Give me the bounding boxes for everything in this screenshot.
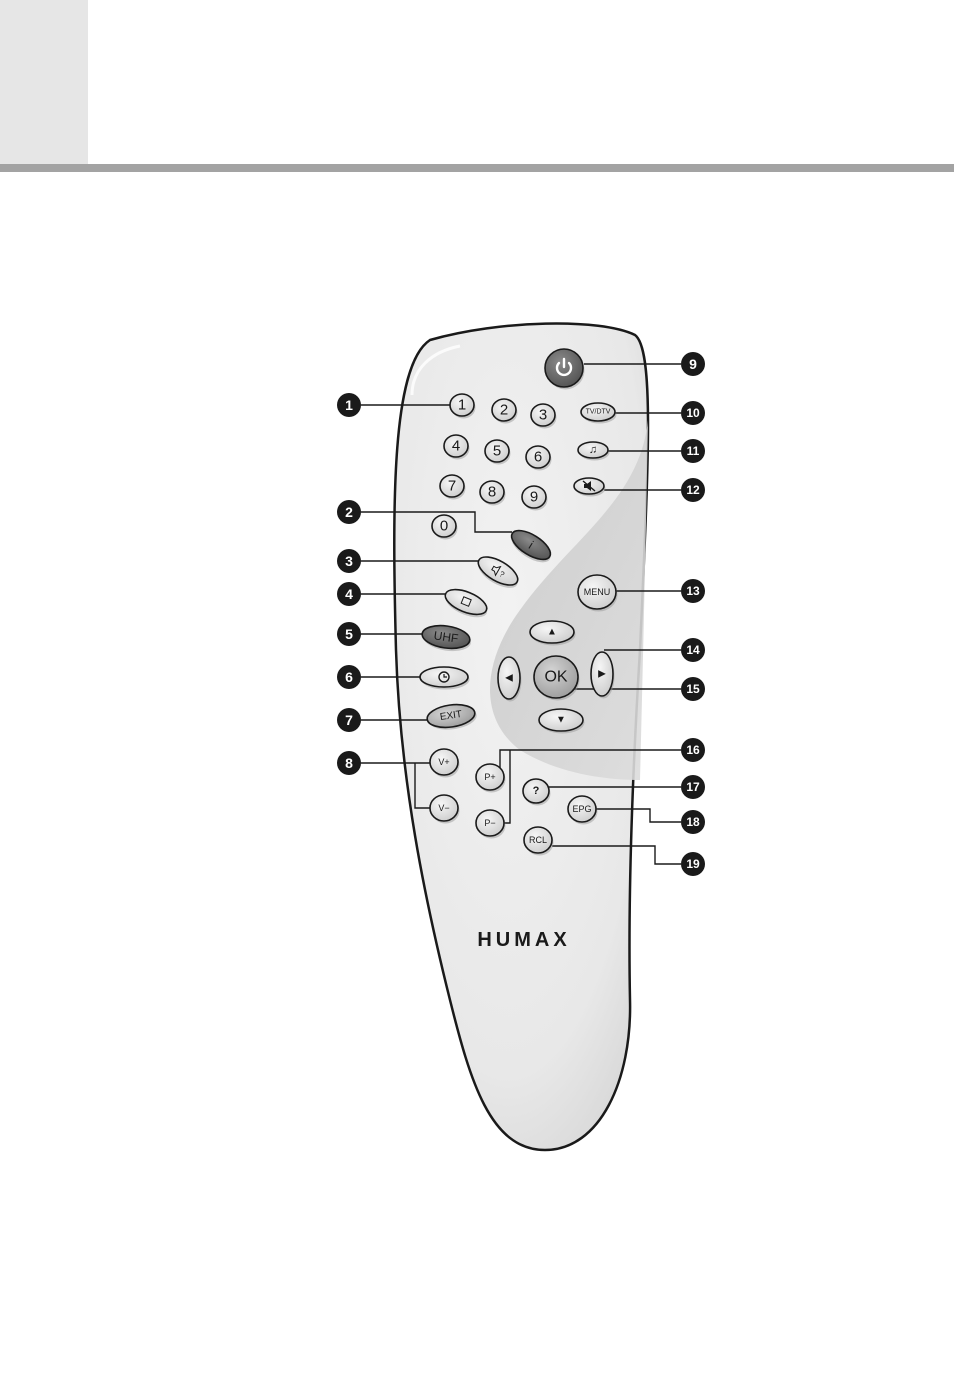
callout-number: 14: [686, 643, 700, 657]
callout-number: 12: [686, 483, 700, 497]
music-note-icon: ♫: [589, 444, 597, 456]
callout-number: 17: [686, 780, 700, 794]
digit-0-button-label: 0: [440, 518, 448, 535]
callout-14: 14: [681, 638, 705, 662]
epg-button-label: EPG: [572, 804, 591, 814]
brand-logo: HUMAX: [477, 929, 570, 951]
callout-number: 7: [345, 712, 353, 728]
callout-number: 1: [345, 397, 353, 413]
program-up-button-label: P+: [484, 772, 495, 782]
digit-2-button-label: 2: [500, 402, 508, 419]
callout-number: 15: [686, 682, 700, 696]
nav-right-button-label: ▶: [598, 669, 606, 680]
digit-3-button-label: 3: [539, 407, 547, 424]
digit-8-button-label: 8: [488, 484, 496, 501]
callout-18: 18: [681, 810, 705, 834]
callout-9: 9: [681, 352, 705, 376]
digit-6-button-label: 6: [534, 449, 542, 466]
callout-4: 4: [337, 582, 361, 606]
program-down-button-label: P−: [484, 818, 495, 828]
callout-3: 3: [337, 549, 361, 573]
callout-number: 5: [345, 626, 353, 642]
callout-number: 6: [345, 669, 353, 685]
tvdtv-button-label: TV/DTV: [586, 409, 611, 416]
callout-7: 7: [337, 708, 361, 732]
callout-11: 11: [681, 439, 705, 463]
callout-number: 4: [345, 586, 353, 602]
callout-number: 3: [345, 553, 353, 569]
callout-number: 10: [686, 406, 700, 420]
digit-5-button-label: 5: [493, 443, 501, 460]
callout-6: 6: [337, 665, 361, 689]
callout-number: 18: [686, 815, 700, 829]
callout-13: 13: [681, 579, 705, 603]
callout-5: 5: [337, 622, 361, 646]
help-button-label: ?: [533, 785, 540, 797]
callout-number: 8: [345, 755, 353, 771]
volume-down-button-label: V−: [438, 803, 449, 813]
callout-16: 16: [681, 738, 705, 762]
nav-down-button-label: ▼: [556, 715, 566, 726]
nav-up-button-label: ▲: [547, 627, 557, 638]
callout-number: 9: [689, 356, 697, 372]
recall-button-label: RCL: [529, 835, 547, 845]
digit-9-button-label: 9: [530, 489, 538, 506]
callout-number: 19: [686, 857, 700, 871]
callout-10: 10: [681, 401, 705, 425]
callout-number: 11: [687, 444, 700, 458]
nav-left-button-label: ◀: [505, 673, 513, 684]
callout-number: 16: [686, 743, 700, 757]
digit-4-button-label: 4: [452, 438, 460, 455]
callout-17: 17: [681, 775, 705, 799]
digit-1-button-label: 1: [458, 397, 466, 414]
callout-8: 8: [337, 751, 361, 775]
callout-2: 2: [337, 500, 361, 524]
callout-19: 19: [681, 852, 705, 876]
menu-button-label: MENU: [584, 587, 611, 597]
callout-number: 2: [345, 504, 353, 520]
ok-button-label: OK: [544, 669, 567, 686]
callout-1: 1: [337, 393, 361, 417]
callout-number: 13: [686, 584, 700, 598]
callout-15: 15: [681, 677, 705, 701]
volume-up-button-label: V+: [438, 757, 449, 767]
callout-12: 12: [681, 478, 705, 502]
digit-7-button-label: 7: [448, 478, 456, 495]
